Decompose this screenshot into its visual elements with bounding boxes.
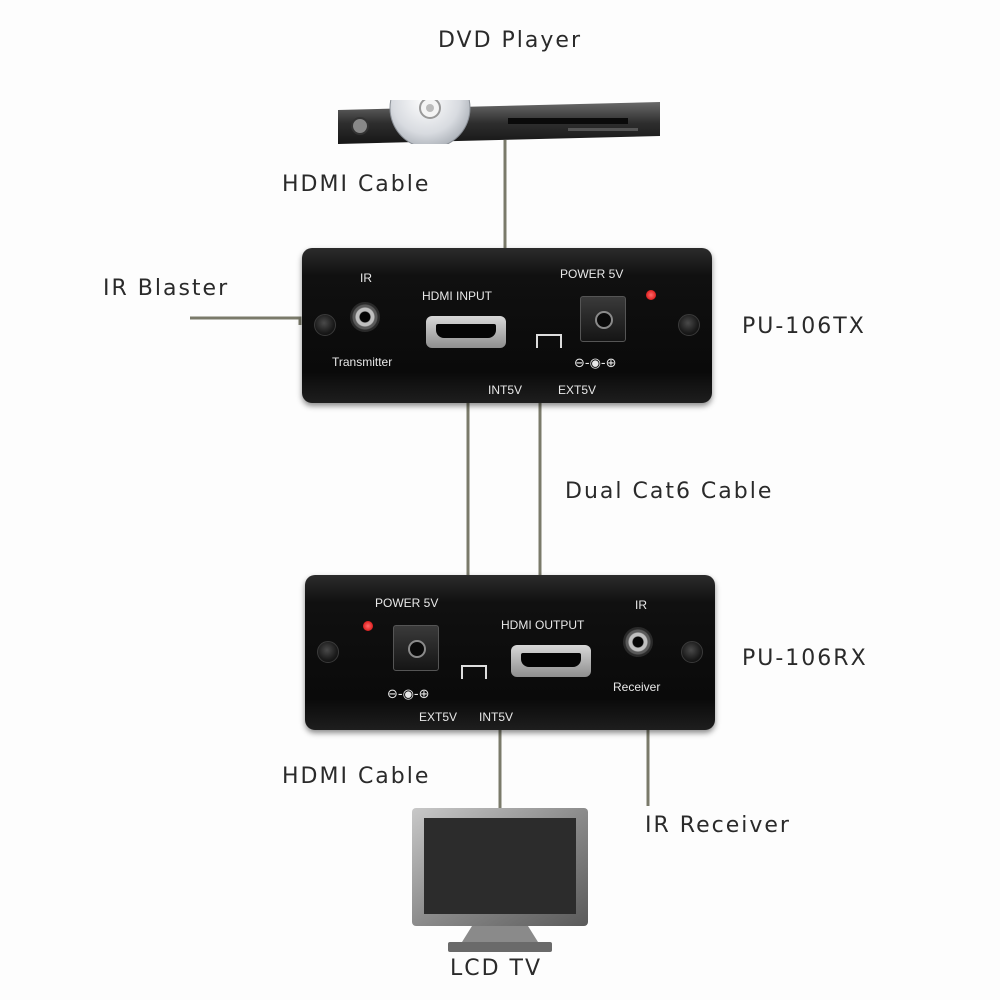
tx-power-led bbox=[646, 290, 656, 300]
rx-power-jack bbox=[393, 625, 439, 671]
rx-screw-right bbox=[681, 641, 703, 663]
rx-power-switch bbox=[461, 665, 487, 679]
tx-power-switch bbox=[536, 334, 562, 348]
tx-screw-right bbox=[678, 314, 700, 336]
ir-receiver-label: IR Receiver bbox=[645, 813, 791, 838]
rx-ir-jack bbox=[623, 627, 653, 657]
tx-device: IR Transmitter HDMI INPUT INT5V EXT5V PO… bbox=[302, 248, 712, 403]
rx-hdmi-output-port bbox=[511, 645, 591, 677]
rx-receiver-label: Receiver bbox=[613, 680, 661, 694]
rx-int5v-label: INT5V bbox=[479, 710, 514, 724]
rx-hdmi-output-label: HDMI OUTPUT bbox=[501, 618, 585, 632]
rx-polarity-symbol: ⊖-◉-⊕ bbox=[387, 687, 430, 702]
tx-polarity-symbol: ⊖-◉-⊕ bbox=[574, 356, 617, 371]
dual-cat6-label: Dual Cat6 Cable bbox=[565, 479, 774, 504]
tx-hdmi-input-port bbox=[426, 316, 506, 348]
rx-model-label: PU-106RX bbox=[742, 646, 868, 671]
tx-int5v-label: INT5V bbox=[488, 383, 523, 397]
rx-device: POWER 5V ⊖-◉-⊕ EXT5V INT5V HDMI OUTPUT I… bbox=[305, 575, 715, 730]
tx-hdmi-input-label: HDMI INPUT bbox=[422, 289, 492, 303]
rx-ir-label: IR bbox=[635, 598, 647, 612]
tx-ir-jack bbox=[350, 302, 380, 332]
rx-power-label: POWER 5V bbox=[375, 596, 439, 610]
dvd-player-label: DVD Player bbox=[438, 28, 582, 53]
rx-screw-left bbox=[317, 641, 339, 663]
rx-power-led bbox=[363, 621, 373, 631]
tx-model-label: PU-106TX bbox=[742, 314, 866, 339]
dvd-player-icon bbox=[338, 100, 660, 144]
hdmi-cable-bottom-label: HDMI Cable bbox=[282, 764, 431, 789]
ir-blaster-label: IR Blaster bbox=[103, 276, 230, 301]
lcd-tv-icon bbox=[412, 808, 588, 952]
lcd-tv-label: LCD TV bbox=[450, 956, 543, 981]
tx-power-label: POWER 5V bbox=[560, 267, 624, 281]
tx-transmitter-label: Transmitter bbox=[332, 355, 393, 369]
tx-power-jack bbox=[580, 296, 626, 342]
ir-blaster-line bbox=[190, 316, 302, 325]
rx-ext5v-label: EXT5V bbox=[419, 710, 458, 724]
tx-ir-label: IR bbox=[360, 271, 372, 285]
tx-screw-left bbox=[314, 314, 336, 336]
tx-ext5v-label: EXT5V bbox=[558, 383, 597, 397]
hdmi-cable-top-label: HDMI Cable bbox=[282, 172, 431, 197]
